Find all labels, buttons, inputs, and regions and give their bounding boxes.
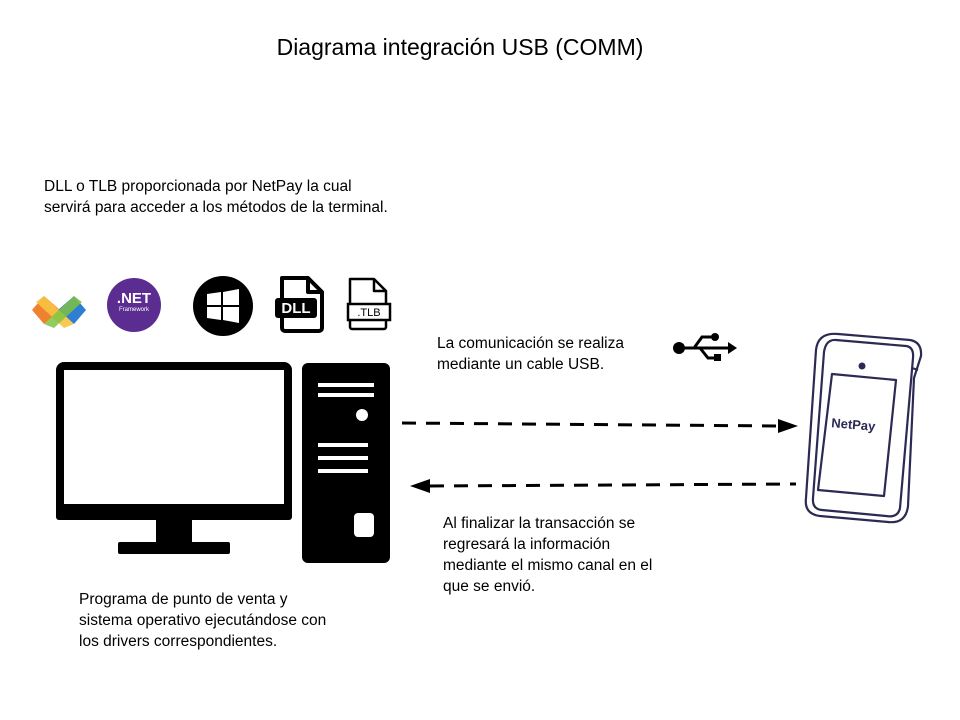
request-arrow bbox=[401, 419, 798, 433]
response-arrow bbox=[410, 479, 797, 493]
usb-description: La comunicación se realiza mediante un c… bbox=[437, 335, 624, 373]
monitor-icon bbox=[56, 362, 292, 554]
diagram-title: Diagrama integración USB (COMM) bbox=[276, 34, 644, 60]
dotnet-framework-icon: .NET Framework bbox=[107, 278, 161, 332]
windows-icon bbox=[193, 276, 253, 336]
dotnet-sub-label: Framework bbox=[118, 307, 149, 313]
tlb-file-icon: .TLB bbox=[346, 277, 392, 331]
tlb-label: .TLB bbox=[357, 307, 380, 319]
dll-file-icon: DLL bbox=[275, 276, 324, 333]
visual-studio-icon bbox=[32, 296, 86, 328]
pos-description: Programa de punto de venta y sistema ope… bbox=[79, 591, 327, 650]
usb-icon bbox=[673, 333, 737, 361]
cpu-tower-icon bbox=[302, 363, 390, 563]
dll-label: DLL bbox=[281, 300, 310, 317]
netpay-brand-label: NetPay bbox=[831, 415, 877, 434]
netpay-terminal-icon: NetPay bbox=[804, 332, 923, 524]
return-description: Al finalizar la transacción se regresará… bbox=[443, 515, 653, 595]
dotnet-label: .NET bbox=[116, 290, 152, 307]
dll-description: DLL o TLB proporcionada por NetPay la cu… bbox=[44, 178, 388, 216]
